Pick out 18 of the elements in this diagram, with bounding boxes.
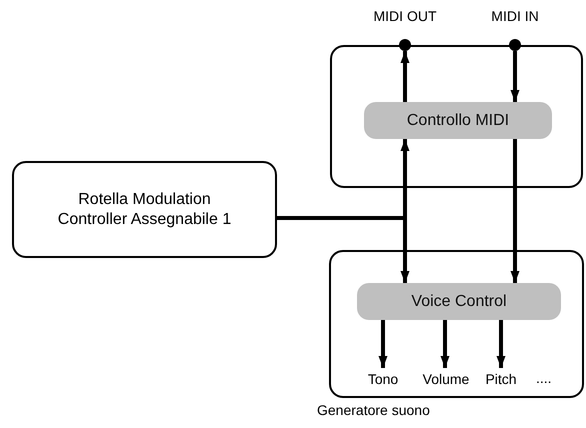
ellipsis-label: .... (536, 370, 552, 386)
arrow (510, 51, 520, 102)
arrow (277, 216, 410, 283)
output-label: Pitch (482, 368, 520, 390)
arrow (496, 320, 506, 368)
node-label: Rotella Modulation Controller Assegnabile 1 (56, 190, 232, 229)
arrow (378, 320, 388, 368)
arrow (400, 51, 410, 102)
output-label: Volume (420, 368, 472, 390)
port-label: MIDI OUT (374, 8, 436, 24)
output-label: Tono (363, 368, 403, 390)
port-label: MIDI IN (491, 8, 539, 24)
control-block: Controllo MIDI (364, 102, 552, 139)
arrow (510, 139, 520, 283)
control-block: Voice Control (357, 283, 561, 320)
arrow (440, 320, 450, 368)
group-caption: Generatore suono (317, 402, 430, 418)
controller-box (12, 161, 277, 258)
